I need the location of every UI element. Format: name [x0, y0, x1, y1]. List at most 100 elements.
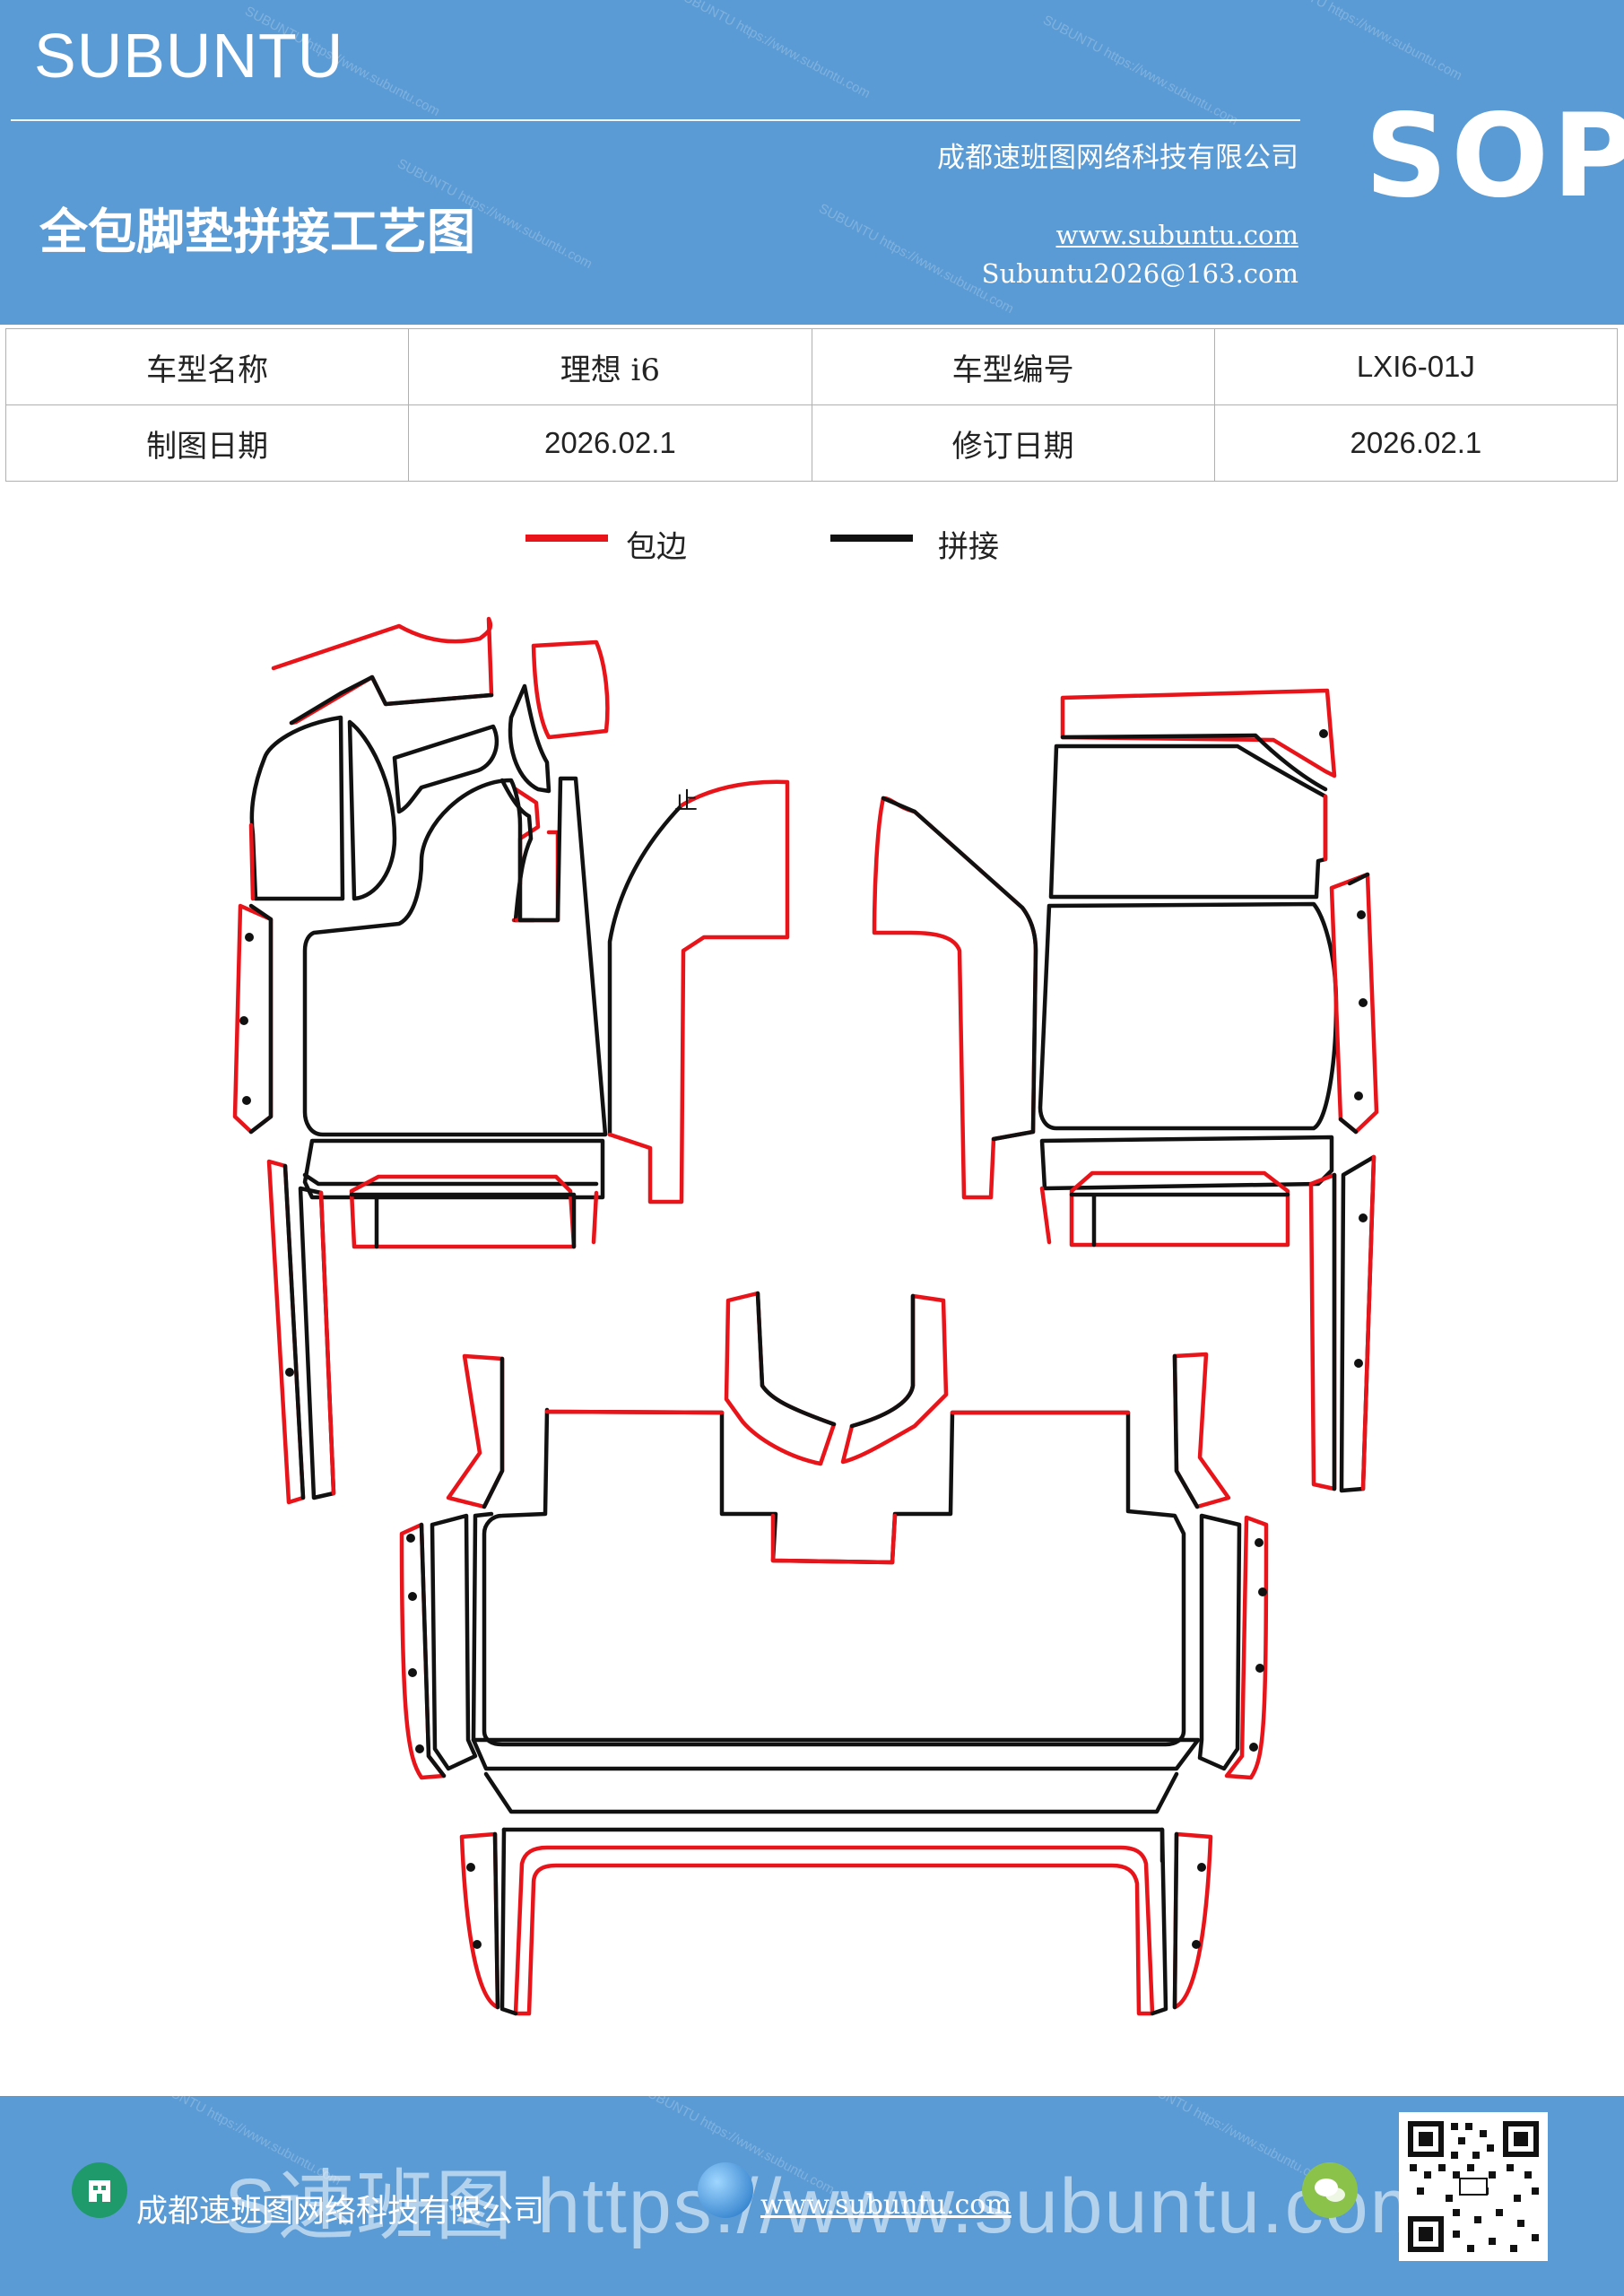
- mat-piece: [544, 1409, 1131, 1565]
- qr-code: [1399, 2112, 1548, 2261]
- website-link[interactable]: www.subuntu.com: [1055, 220, 1298, 250]
- mat-piece: [531, 639, 610, 740]
- mat-piece: [1039, 1186, 1052, 1245]
- fastener-dot: [406, 1534, 415, 1543]
- floor-mat-splice-diagram: 止: [232, 616, 1379, 2016]
- watermark: SUBUNTU https://www.subuntu.com: [1040, 12, 1241, 129]
- fastener-dot: [1255, 1664, 1264, 1673]
- sop-badge: SOP: [1365, 90, 1624, 223]
- page-title: 全包脚垫拼接工艺图: [39, 203, 475, 260]
- wechat-icon: [1302, 2162, 1358, 2218]
- mat-piece: [1197, 1513, 1242, 1771]
- fastener-dot: [466, 1863, 475, 1872]
- brand-logo-text: SUBUNTU: [34, 21, 344, 91]
- legend-swatch-red: [525, 535, 608, 542]
- globe-icon: [698, 2162, 753, 2218]
- fastener-dot: [415, 1744, 424, 1753]
- mat-piece: [1338, 872, 1370, 1135]
- fastener-dot: [1197, 1863, 1206, 1872]
- mat-piece: [419, 1522, 447, 1779]
- email-address: Subuntu2026@163.com: [981, 258, 1298, 289]
- mat-piece: [1329, 872, 1379, 1135]
- legend-label: 包边: [626, 529, 687, 565]
- mat-piece: [1172, 1353, 1200, 1509]
- mat-piece: [459, 1831, 500, 2010]
- fastener-dots: [239, 729, 1368, 1949]
- mat-piece: [840, 1293, 949, 1465]
- mat-piece: [430, 1513, 478, 1771]
- mat-piece: [1224, 1515, 1269, 1780]
- mat-piece: [248, 903, 274, 1135]
- mat-piece: [271, 616, 494, 726]
- mat-piece: [318, 1190, 336, 1496]
- fastener-dot: [245, 933, 254, 942]
- fastener-dot: [408, 1592, 417, 1601]
- mat-piece: [482, 1356, 505, 1509]
- table-row: 车型名称 理想 i6 车型编号 LXI6-01J: [4, 328, 1619, 405]
- mat-piece: [483, 1771, 1179, 1814]
- vehicle-info-table: 车型名称 理想 i6 车型编号 LXI6-01J 制图日期 2026.02.1 …: [4, 328, 1619, 482]
- mat-piece: [392, 724, 499, 814]
- footer-website-link[interactable]: www.subuntu.com: [760, 2189, 1012, 2221]
- mat-piece: [289, 674, 494, 726]
- legend-label: 拼接: [938, 529, 999, 565]
- mat-piece: [1060, 688, 1337, 778]
- fastener-dot: [242, 1096, 251, 1105]
- mat-piece: [282, 1163, 306, 1500]
- mat-piece: [1069, 1192, 1290, 1248]
- footer-overlay-url: S速班图 https://www.subuntu.com: [224, 2163, 1437, 2249]
- fastener-dot: [239, 1016, 248, 1025]
- table-cell: 2026.02.1: [1213, 404, 1619, 482]
- table-cell: 2026.02.1: [408, 404, 812, 482]
- mat-piece: [492, 1831, 500, 2010]
- mat-piece: [1048, 744, 1328, 900]
- footer-company: 成都速班图网络科技有限公司: [136, 2194, 545, 2230]
- table-cell: 修订日期: [811, 404, 1215, 482]
- header-divider: [11, 119, 1300, 121]
- mat-piece: [249, 715, 345, 901]
- mat-piece: [1172, 1831, 1179, 2010]
- mat-piece: [349, 1192, 577, 1249]
- mat-piece: [1038, 901, 1339, 1131]
- legend-swatch-black: [830, 535, 913, 542]
- header-banner: SUBUNTU https://www.subuntu.com SUBUNTU …: [0, 0, 1624, 325]
- mat-piece: [399, 1522, 447, 1780]
- fastener-dot: [285, 1368, 294, 1377]
- company-name: 成都速班图网络科技有限公司: [937, 142, 1298, 174]
- fastener-dot: [1354, 1359, 1363, 1368]
- fastener-dot: [1192, 1940, 1201, 1949]
- mat-piece: [1308, 1172, 1337, 1492]
- table-cell: 车型编号: [811, 328, 1215, 405]
- footer-banner: SUBUNTU https://www.subuntu.com SUBUNTU …: [0, 2096, 1624, 2296]
- mat-piece: [471, 1737, 1201, 1771]
- mat-piece: [513, 1845, 1155, 2016]
- mat-piece: [508, 683, 551, 794]
- mat-piece: [1069, 1170, 1290, 1248]
- mat-piece: [591, 1190, 599, 1245]
- mat-piece: [849, 1293, 916, 1429]
- mat-piece: [881, 796, 1038, 1142]
- mat-piece: [499, 1827, 1168, 2016]
- fastener-dot: [1357, 910, 1366, 919]
- table-cell: 制图日期: [4, 404, 410, 482]
- mat-piece: [349, 1174, 577, 1249]
- mat-piece: [607, 803, 684, 1137]
- mat-piece: [724, 1291, 837, 1466]
- mat-piece: [1172, 1831, 1213, 2010]
- mat-piece: [302, 1138, 605, 1200]
- fastener-dot: [1255, 1538, 1264, 1547]
- fastener-dot: [473, 1940, 482, 1949]
- fastener-dot: [1249, 1743, 1258, 1752]
- watermark: SUBUNTU https://www.subuntu.com: [673, 0, 873, 102]
- fastener-dot: [408, 1668, 417, 1677]
- mat-piece: [302, 1172, 599, 1187]
- mat-piece: [607, 779, 790, 1205]
- table-cell: LXI6-01J: [1213, 328, 1619, 405]
- front-left-mat-group: 止: [232, 616, 790, 1505]
- table-row: 制图日期 2026.02.1 修订日期 2026.02.1: [4, 404, 1619, 482]
- mat-piece: [1060, 733, 1328, 792]
- fastener-dot: [1359, 1213, 1368, 1222]
- fastener-dot: [1319, 729, 1328, 738]
- mat-piece: [471, 1511, 494, 1743]
- fastener-dot: [1258, 1587, 1267, 1596]
